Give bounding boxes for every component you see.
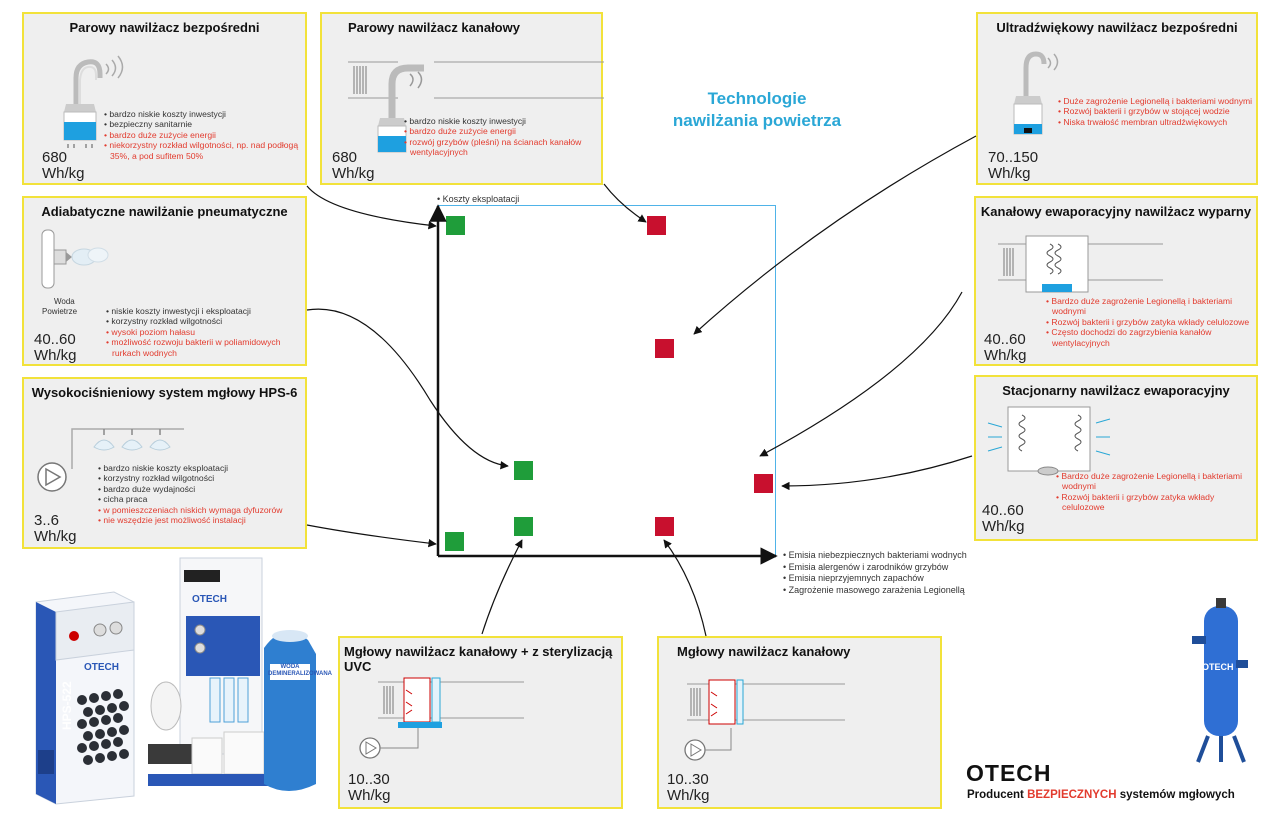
water-label: Woda [54, 297, 75, 306]
y-axis-label: • Koszty eksploatacji [437, 194, 519, 204]
con-item: Rozwój bakterii i grzybów zatyka wkłady … [1046, 317, 1254, 327]
con-item: nie wszędzie jest możliwość instalacji [98, 515, 308, 525]
con-item: bardzo duże zużycie energii [404, 126, 600, 136]
water-station-illustration [148, 557, 316, 791]
energy-consumption: 40..60 Wh/kg [982, 502, 1025, 535]
x-axis-label: Emisia alergenów i zarodników grzybów [783, 562, 967, 574]
con-item: Bardzo duże zagrożenie Legionellą i bakt… [1056, 471, 1254, 492]
hps-model-label: HPS-522 [60, 681, 74, 730]
con-item: możliwość rozwoju bakterii w poliamidowy… [106, 337, 306, 358]
x-axis-labels: Emisia niebezpiecznych bakteriami wodnyc… [783, 550, 967, 596]
steam-duct-illustration [348, 61, 604, 153]
con-item: bardzo duże zużycie energii [104, 130, 304, 140]
marker-mist-duct-uvc [514, 517, 533, 536]
pro-item: bardzo duże wydajności [98, 484, 308, 494]
energy-consumption: 40..60 Wh/kg [34, 331, 77, 364]
card-duct-evaporative: Kanałowy ewaporacyjny nawilżacz wyparny … [974, 196, 1258, 366]
x-axis-label: Zagrożenie masowego zarażenia Legionellą [783, 585, 967, 597]
steam-humidifier-illustration [63, 55, 124, 148]
x-axis-label: Emisia nieprzyjemnych zapachów [783, 573, 967, 585]
energy-consumption: 3..6 Wh/kg [34, 512, 77, 545]
card-adiabatic: Adiabatyczne nawilżanie pneumatyczne Wod… [22, 196, 307, 366]
marker-steam-duct [647, 216, 666, 235]
pressure-tank-brand: OTECH [1202, 662, 1234, 672]
brand-tagline: Producent BEZPIECZNYCH systemów mgłowych [967, 789, 1235, 801]
product-hps-522: HPS-522 OTECH [22, 590, 140, 808]
tagline-highlight: BEZPIECZNYCH [1027, 789, 1117, 801]
tank-label: WODA DEMINERALIZOWANA [268, 664, 332, 677]
marker-adiabatic [514, 461, 533, 480]
mist-system-illustration [37, 428, 184, 492]
pro-item: bardzo niskie koszty inwestycji [104, 109, 304, 119]
con-item: niekorzystny rozkład wilgotności, np. na… [104, 140, 304, 161]
con-item: Duże zagrożenie Legionellą i bakteriami … [1058, 96, 1254, 106]
energy-consumption: 40..60 Wh/kg [984, 331, 1027, 364]
pro-item: niskie koszty inwestycji i eksploatacji [106, 306, 306, 316]
card-stationary-evaporative: Stacjonarny nawilżacz ewaporacyjny Bardz… [974, 375, 1258, 541]
stationary-evaporative-illustration [987, 406, 1111, 476]
product-pressure-tank: OTECH [1190, 596, 1250, 766]
pro-item: bardzo niskie koszty inwestycji [404, 116, 600, 126]
y-axis-text: Koszty eksploatacji [442, 194, 520, 204]
card-title: Kanałowy ewaporacyjny nawilżacz wyparny [980, 204, 1252, 219]
marker-steam-direct [446, 216, 465, 235]
tagline-post: systemów mgłowych [1119, 789, 1235, 801]
energy-consumption: 70..150 Wh/kg [988, 149, 1039, 182]
product-water-station: OTECH WODA DEMINERALIZOWANA [148, 556, 332, 808]
card-title: Wysokociśnieniowy system mgłowy HPS-6 [31, 385, 298, 400]
con-item: Rozwój bakterii i grzybów w stojącej wod… [1058, 106, 1254, 116]
con-item: Bardzo duże zagrożenie Legionellą i bakt… [1046, 296, 1254, 317]
card-title: Mgłowy nawilżacz kanałowy [677, 644, 851, 659]
pro-item: bardzo niskie koszty eksploatacji [98, 463, 308, 473]
pressure-tank-illustration [1192, 598, 1248, 763]
water-station-brand: OTECH [192, 594, 227, 605]
pro-item: bezpieczny sanitarnie [104, 119, 304, 129]
air-label: Powietrze [42, 307, 78, 316]
card-mist-duct: Mgłowy nawilżacz kanałowy 10..30 Wh/kg [657, 636, 942, 809]
mist-duct-uvc-illustration [359, 677, 524, 759]
energy-consumption: 10..30 Wh/kg [667, 771, 710, 804]
tagline-pre: Producent [967, 789, 1024, 801]
card-title: Parowy nawilżacz bezpośredni [69, 20, 260, 35]
marker-mist-duct [655, 517, 674, 536]
con-item: w pomieszczeniach niskich wymaga dyfuzor… [98, 505, 308, 515]
card-hps6: Wysokociśnieniowy system mgłowy HPS-6 ba… [22, 377, 307, 549]
card-steam-duct: Parowy nawilżacz kanałowy bardzo niskie … [320, 12, 604, 185]
mist-duct-illustration [684, 679, 845, 761]
marker-stationary-evaporative [754, 474, 773, 493]
hps-brand-label: OTECH [84, 662, 119, 673]
axis-bullet: • [437, 194, 443, 204]
pro-item: korzystny rozkład wilgotności [98, 473, 308, 483]
energy-consumption: 680 Wh/kg [42, 149, 85, 182]
card-title: Ultradźwiękowy nawilżacz bezpośredni [996, 20, 1238, 35]
duct-evaporative-illustration [998, 235, 1163, 293]
card-steam-direct: Parowy nawilżacz bezpośredni bardzo nisk… [22, 12, 307, 185]
card-title: Adiabatyczne nawilżanie pneumatyczne [41, 204, 288, 219]
pneumatic-nozzle-illustration [41, 229, 109, 289]
card-title: Stacjonarny nawilżacz ewaporacyjny [1002, 383, 1230, 398]
card-title: Parowy nawilżacz kanałowy [348, 20, 520, 35]
marker-ultrasonic [655, 339, 674, 358]
brand-logo: OTECH [966, 760, 1052, 786]
ultrasonic-illustration [1013, 51, 1059, 135]
card-ultrasonic: Ultradźwiękowy nawilżacz bezpośredni Duż… [976, 12, 1258, 185]
energy-consumption: 10..30 Wh/kg [348, 771, 391, 804]
pro-item: cicha praca [98, 494, 308, 504]
energy-consumption: 680 Wh/kg [332, 149, 375, 182]
con-item: Rozwój bakterii i grzybów zatyka wkłady … [1056, 492, 1254, 513]
pro-item: korzystny rozkład wilgotności [106, 316, 306, 326]
marker-hps6 [445, 532, 464, 551]
con-item: rozwój grzybów (pleśni) na ścianach kana… [404, 137, 600, 158]
x-axis-label: Emisia niebezpiecznych bakteriami wodnyc… [783, 550, 967, 562]
diagram-title: Technologie nawilżania powietrza [672, 89, 842, 130]
con-item: Często dochodzi do zagrzybienia kanałów … [1046, 327, 1254, 348]
card-title: Mgłowy nawilżacz kanałowy + z sterylizac… [344, 644, 613, 674]
card-mist-duct-uvc: Mgłowy nawilżacz kanałowy + z sterylizac… [338, 636, 623, 809]
hps-cabinet-illustration [35, 591, 135, 805]
con-item: wysoki poziom hałasu [106, 327, 306, 337]
con-item: Niska trwałość membran ultradźwiękowych [1058, 117, 1254, 127]
